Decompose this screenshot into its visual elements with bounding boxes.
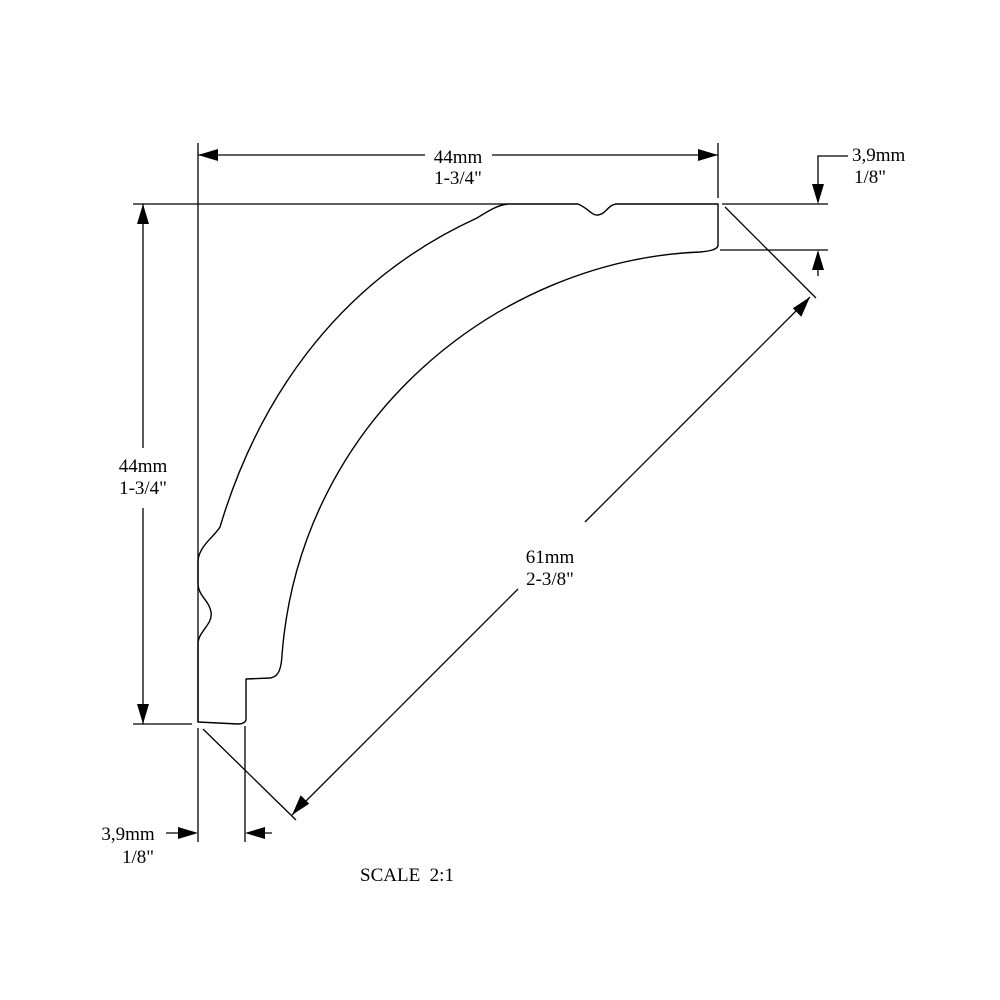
moulding-profile-outline	[197, 203, 719, 725]
right-thickness-arrow-bottom	[812, 250, 824, 270]
right-thickness-metric: 3,9mm	[852, 145, 906, 166]
bottom-thickness-metric: 3,9mm	[101, 824, 155, 845]
diagonal-dimension-imperial: 2-3/8"	[526, 569, 574, 590]
diagonal-dimension-metric: 61mm	[526, 547, 575, 568]
top-dimension-arrow-left	[198, 149, 218, 161]
bottom-thickness-arrow-left	[178, 827, 198, 839]
right-thickness-leader-top	[817, 155, 848, 200]
diagonal-arrow-lower	[292, 795, 310, 815]
diagonal-extension-lower	[202, 728, 297, 821]
bottom-thickness-arrow-right	[245, 827, 265, 839]
left-dimension-imperial: 1-3/4"	[119, 478, 167, 499]
left-dimension-arrow-top	[137, 204, 149, 224]
scale-label: SCALE 2:1	[360, 865, 454, 886]
diagonal-dimension-line-upper	[584, 296, 811, 523]
top-dimension-metric: 44mm	[434, 147, 483, 168]
bottom-thickness-imperial: 1/8"	[122, 847, 154, 868]
right-thickness-arrow-top	[812, 184, 824, 204]
left-dimension-arrow-bottom	[137, 704, 149, 724]
right-thickness-imperial: 1/8"	[854, 167, 886, 188]
diagonal-dimension-line-lower	[291, 588, 519, 816]
left-dimension-metric: 44mm	[119, 456, 168, 477]
top-dimension-arrow-right	[698, 149, 718, 161]
diagonal-arrow-upper	[792, 297, 810, 317]
diagonal-extension-upper	[724, 206, 817, 299]
top-dimension-imperial: 1-3/4"	[434, 168, 482, 189]
